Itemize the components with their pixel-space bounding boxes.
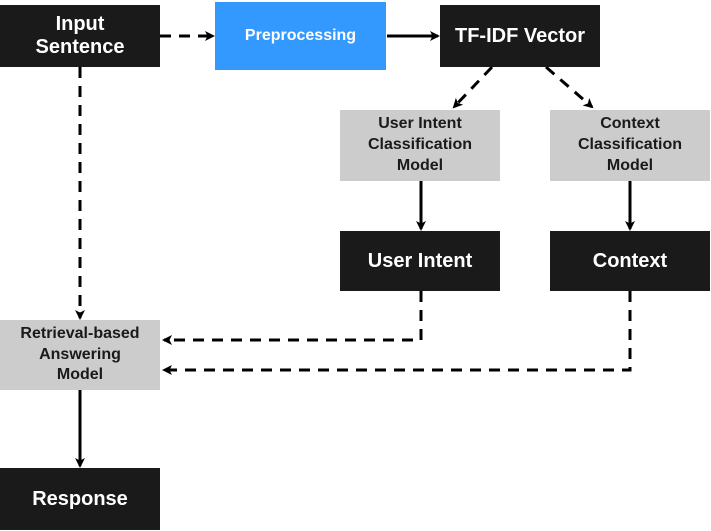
- node-context: Context: [550, 231, 710, 291]
- node-preprocessing: Preprocessing: [215, 2, 386, 70]
- node-context-model-line-3: Model: [606, 156, 654, 174]
- edge-user-intent-to-retrieval-model: [162, 291, 423, 345]
- node-user-intent-label: User Intent: [367, 249, 473, 272]
- edge-tfidf-to-context-model: [545, 65, 594, 109]
- node-user-intent-model-line-2: Classification: [367, 136, 473, 154]
- node-preprocessing-label: Preprocessing: [244, 26, 357, 44]
- node-retrieval-model-line-3: Model: [56, 366, 104, 384]
- node-user-intent-model-line-1: User Intent: [378, 115, 462, 133]
- node-tfidf-vector-label: TF-IDF Vector: [454, 24, 585, 47]
- node-retrieval-model-line-1: Retrieval-based: [20, 324, 140, 342]
- edge-tfidf-to-user-intent-model: [452, 65, 494, 109]
- node-response-label: Response: [32, 487, 128, 510]
- node-retrieval-model: Retrieval-based Answering Model: [0, 320, 160, 390]
- node-context-model-line-1: Context: [600, 115, 660, 133]
- node-tfidf-vector: TF-IDF Vector: [440, 5, 600, 67]
- node-context-model-line-2: Classification: [577, 136, 683, 154]
- node-input-sentence-line-1: Input: [55, 13, 105, 35]
- node-context-label: Context: [592, 249, 668, 272]
- node-input-sentence-line-2: Sentence: [35, 36, 125, 58]
- node-response: Response: [0, 468, 160, 530]
- node-user-intent-model: User Intent Classification Model: [340, 110, 500, 181]
- node-user-intent-model-line-3: Model: [396, 156, 444, 174]
- node-input-sentence: Input Sentence: [0, 5, 160, 67]
- node-retrieval-model-line-2: Answering: [39, 345, 121, 363]
- node-context-model: Context Classification Model: [550, 110, 710, 181]
- node-user-intent: User Intent: [340, 231, 500, 291]
- edge-context-to-retrieval-model: [162, 291, 632, 375]
